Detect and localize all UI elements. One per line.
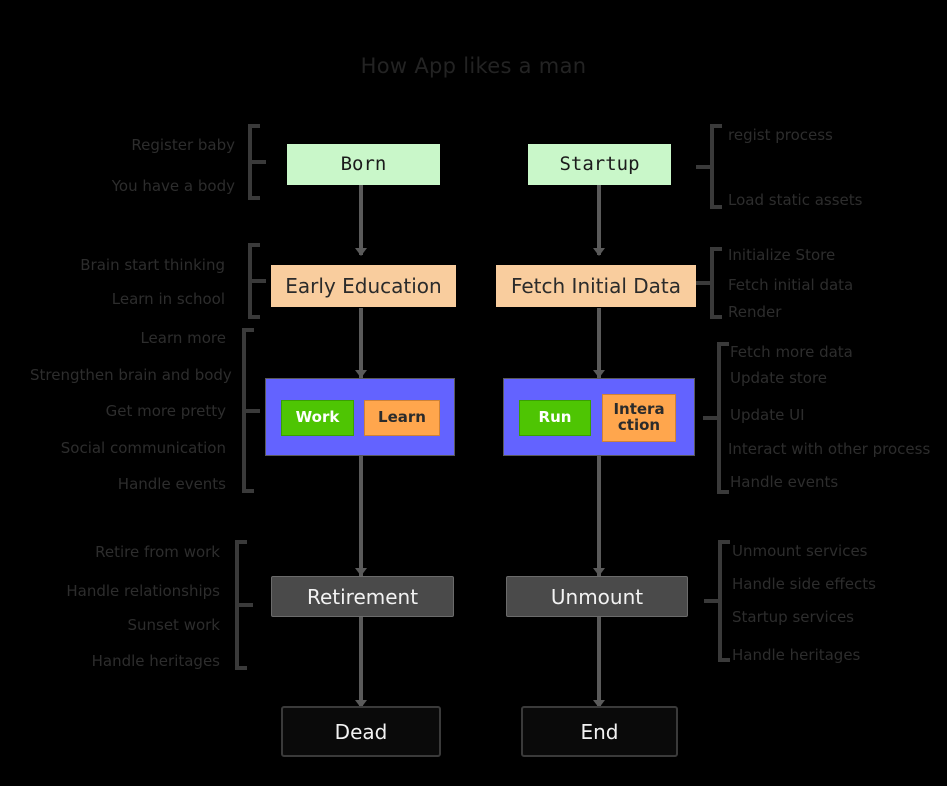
- arrowhead-work-to-retirement: [355, 568, 367, 576]
- chip-work-label: Work: [295, 408, 340, 427]
- node-startup[interactable]: Startup: [528, 144, 671, 185]
- node-fetch-initial-data-label: Fetch Initial Data: [510, 274, 682, 298]
- anno-fetch-initial-data: Fetch initial data: [728, 276, 854, 294]
- connector-run-to-unmount: [597, 456, 601, 576]
- anno-initialize-store: Initialize Store: [728, 246, 836, 264]
- arrowhead-born-to-early-education: [355, 248, 367, 256]
- anno-handle-events-left: Handle events: [117, 475, 226, 493]
- node-dead-label: Dead: [334, 719, 388, 744]
- connector-unmount-to-end: [597, 617, 601, 709]
- node-unmount[interactable]: Unmount: [506, 576, 688, 617]
- bracket-running-notes: [703, 342, 735, 494]
- anno-retire-from-work: Retire from work: [95, 543, 220, 561]
- node-end-label: End: [580, 719, 619, 744]
- anno-regist-process: regist process: [728, 126, 833, 144]
- anno-handle-events-right: Handle events: [730, 473, 839, 491]
- connector-fetch-initial-data-to-run: [597, 308, 601, 378]
- anno-learn-more: Learn more: [140, 329, 226, 347]
- arrowhead-startup-to-fetch-initial-data: [593, 248, 605, 256]
- node-unmount-label: Unmount: [550, 584, 644, 609]
- bracket-adult-life-notes: [232, 328, 260, 493]
- anno-handle-relationships: Handle relationships: [66, 582, 220, 600]
- chip-interaction[interactable]: Intera ction: [602, 394, 676, 442]
- chip-learn-label: Learn: [378, 408, 426, 427]
- anno-handle-side-effects: Handle side effects: [732, 575, 876, 593]
- arrowhead-early-education-to-work: [355, 370, 367, 378]
- anno-handle-heritages-right: Handle heritages: [732, 646, 861, 664]
- bracket-early-education-notes: [238, 243, 266, 319]
- anno-strengthen-brain-and-body: Strengthen brain and body: [30, 366, 232, 384]
- anno-startup-services: Startup services: [732, 608, 854, 626]
- chip-work[interactable]: Work: [281, 400, 354, 436]
- chip-learn[interactable]: Learn: [364, 400, 440, 436]
- anno-render: Render: [728, 303, 782, 321]
- arrowhead-retirement-to-dead: [355, 700, 367, 708]
- anno-social-communication: Social communication: [60, 439, 226, 457]
- node-early-education-label: Early Education: [285, 274, 442, 298]
- connector-retirement-to-dead: [359, 617, 363, 709]
- connector-born-to-early-education: [359, 185, 363, 255]
- connector-early-education-to-work: [359, 308, 363, 378]
- chip-interaction-label: Intera ction: [613, 400, 665, 434]
- node-fetch-initial-data[interactable]: Fetch Initial Data: [496, 265, 696, 307]
- node-retirement-label: Retirement: [306, 584, 419, 609]
- node-dead[interactable]: Dead: [281, 706, 441, 757]
- anno-fetch-more-data: Fetch more data: [730, 343, 853, 361]
- bracket-retirement-notes: [225, 540, 253, 670]
- node-early-education[interactable]: Early Education: [271, 265, 456, 307]
- node-born[interactable]: Born: [287, 144, 440, 185]
- chip-run-label: Run: [538, 408, 572, 427]
- arrowhead-run-to-unmount: [593, 568, 605, 576]
- anno-update-store: Update store: [730, 369, 828, 387]
- node-retirement[interactable]: Retirement: [271, 576, 454, 617]
- node-end[interactable]: End: [521, 706, 678, 757]
- anno-sunset-work: Sunset work: [127, 616, 220, 634]
- connector-startup-to-fetch-initial-data: [597, 185, 601, 255]
- anno-you-have-a-body: You have a body: [111, 177, 235, 195]
- node-startup-label: Startup: [559, 153, 640, 175]
- anno-handle-heritages-left: Handle heritages: [91, 652, 220, 670]
- bracket-fetch-initial-data-notes: [696, 247, 728, 319]
- arrowhead-fetch-initial-data-to-run: [593, 370, 605, 378]
- arrowhead-unmount-to-end: [593, 700, 605, 708]
- bracket-unmount-notes: [704, 540, 736, 662]
- anno-register-baby: Register baby: [131, 136, 235, 154]
- anno-learn-in-school: Learn in school: [111, 290, 225, 308]
- node-born-label: Born: [340, 153, 387, 175]
- anno-load-static-assets: Load static assets: [728, 191, 863, 209]
- page-title: How App likes a man: [360, 54, 587, 78]
- bracket-startup-notes: [696, 124, 728, 209]
- anno-unmount-services: Unmount services: [732, 542, 868, 560]
- bracket-born-notes: [238, 124, 266, 200]
- anno-interact-with-other-process: Interact with other process: [728, 440, 931, 458]
- anno-update-ui: Update UI: [730, 406, 805, 424]
- chip-run[interactable]: Run: [519, 400, 591, 436]
- connector-work-to-retirement: [359, 456, 363, 576]
- anno-brain-start-thinking: Brain start thinking: [80, 256, 225, 274]
- anno-get-more-pretty: Get more pretty: [105, 402, 226, 420]
